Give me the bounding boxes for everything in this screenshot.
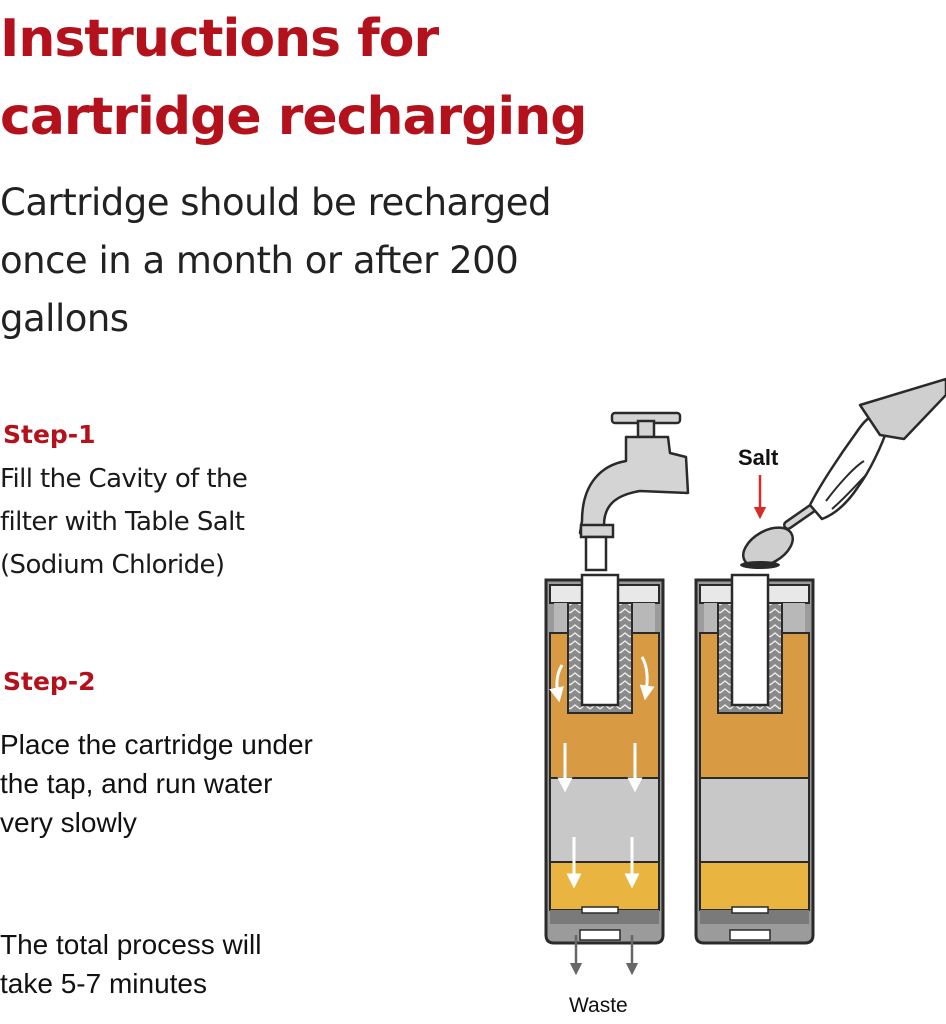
salt-label: Salt [738,445,779,470]
step-2-instructions: Place the cartridge under the tap, and r… [0,729,313,838]
waste-label: Waste [569,994,628,1017]
process-duration-note: The total process will take 5-7 minutes [0,929,262,999]
step-1-heading: Step-1 [3,420,96,449]
tap-icon [578,411,690,572]
page-title: Instructions for cartridge recharging [0,9,587,147]
cartridge-icon [544,573,665,976]
recharging-illustration: Waste Salt [544,377,946,1017]
step-2-heading: Step-2 [3,667,96,696]
step-1-instructions: Fill the Cavity of the filter with Table… [0,464,248,580]
cartridge-icon [694,573,815,945]
recharge-frequency-note: Cartridge should be recharged once in a … [0,181,552,340]
hand-icon [808,377,946,521]
